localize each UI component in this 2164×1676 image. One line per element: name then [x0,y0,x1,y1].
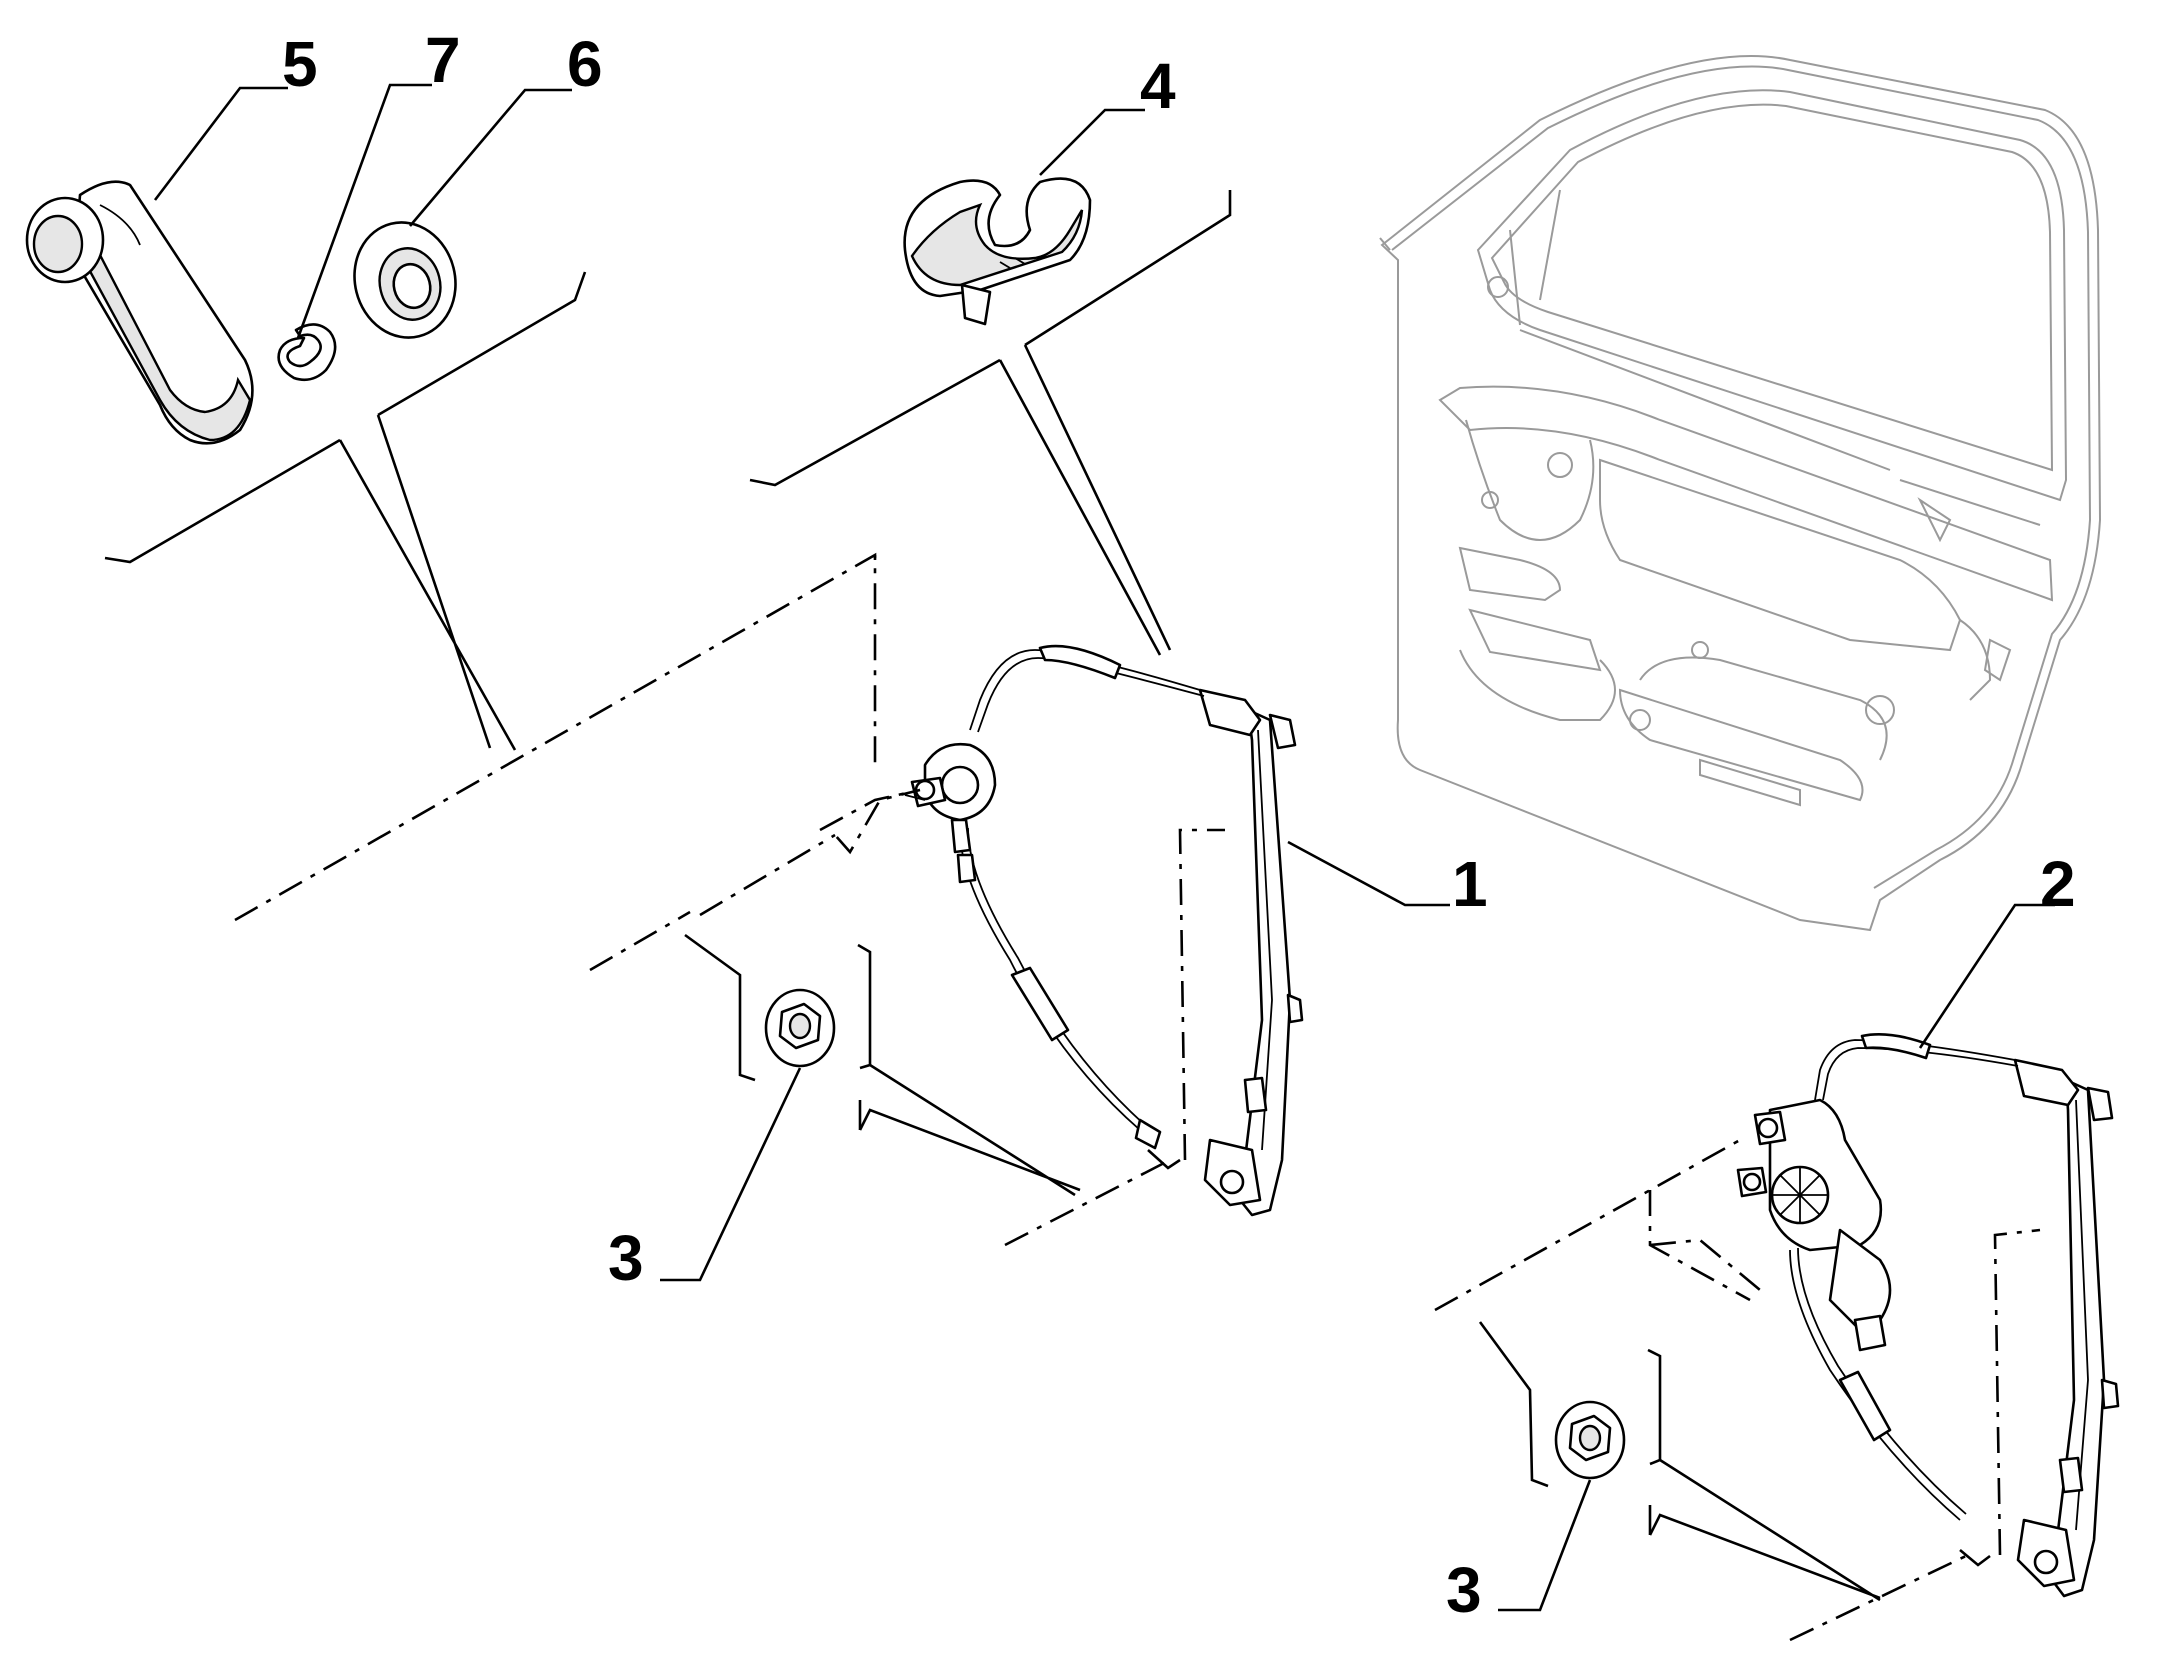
leader-2 [1918,903,2055,1049]
callout-6: 6 [567,28,603,100]
leader-4 [1039,108,1145,176]
escutcheon-ring-part [353,221,457,339]
leader-1 [1287,840,1450,907]
door-shell [1379,55,2102,932]
electric-window-regulator-part [1736,1033,2120,1598]
callout-2: 2 [2040,848,2076,920]
leader-5 [153,86,288,201]
callout-4: 4 [1140,50,1176,122]
handle-spacer-part [903,177,1092,326]
callout-labels: 5 7 6 4 1 2 3 3 [282,24,2076,1626]
flange-nut-part-right [1554,1400,1626,1480]
leader-6 [409,88,572,227]
flange-nut-part-left [764,988,836,1068]
window-crank-handle-part [25,180,254,445]
callout-leaders [153,83,2055,1612]
callout-7: 7 [425,24,461,96]
leader-3b [1498,1479,1592,1612]
leader-3a [660,1067,802,1282]
callout-1: 1 [1452,848,1488,920]
manual-window-regulator-part [904,644,1304,1217]
callout-3-right: 3 [1446,1554,1482,1626]
callout-3-left: 3 [608,1222,644,1294]
assembly-guide-lines [104,190,2041,1642]
leader-7 [296,83,432,339]
retaining-clip-part [277,323,337,382]
callout-5: 5 [282,28,318,100]
